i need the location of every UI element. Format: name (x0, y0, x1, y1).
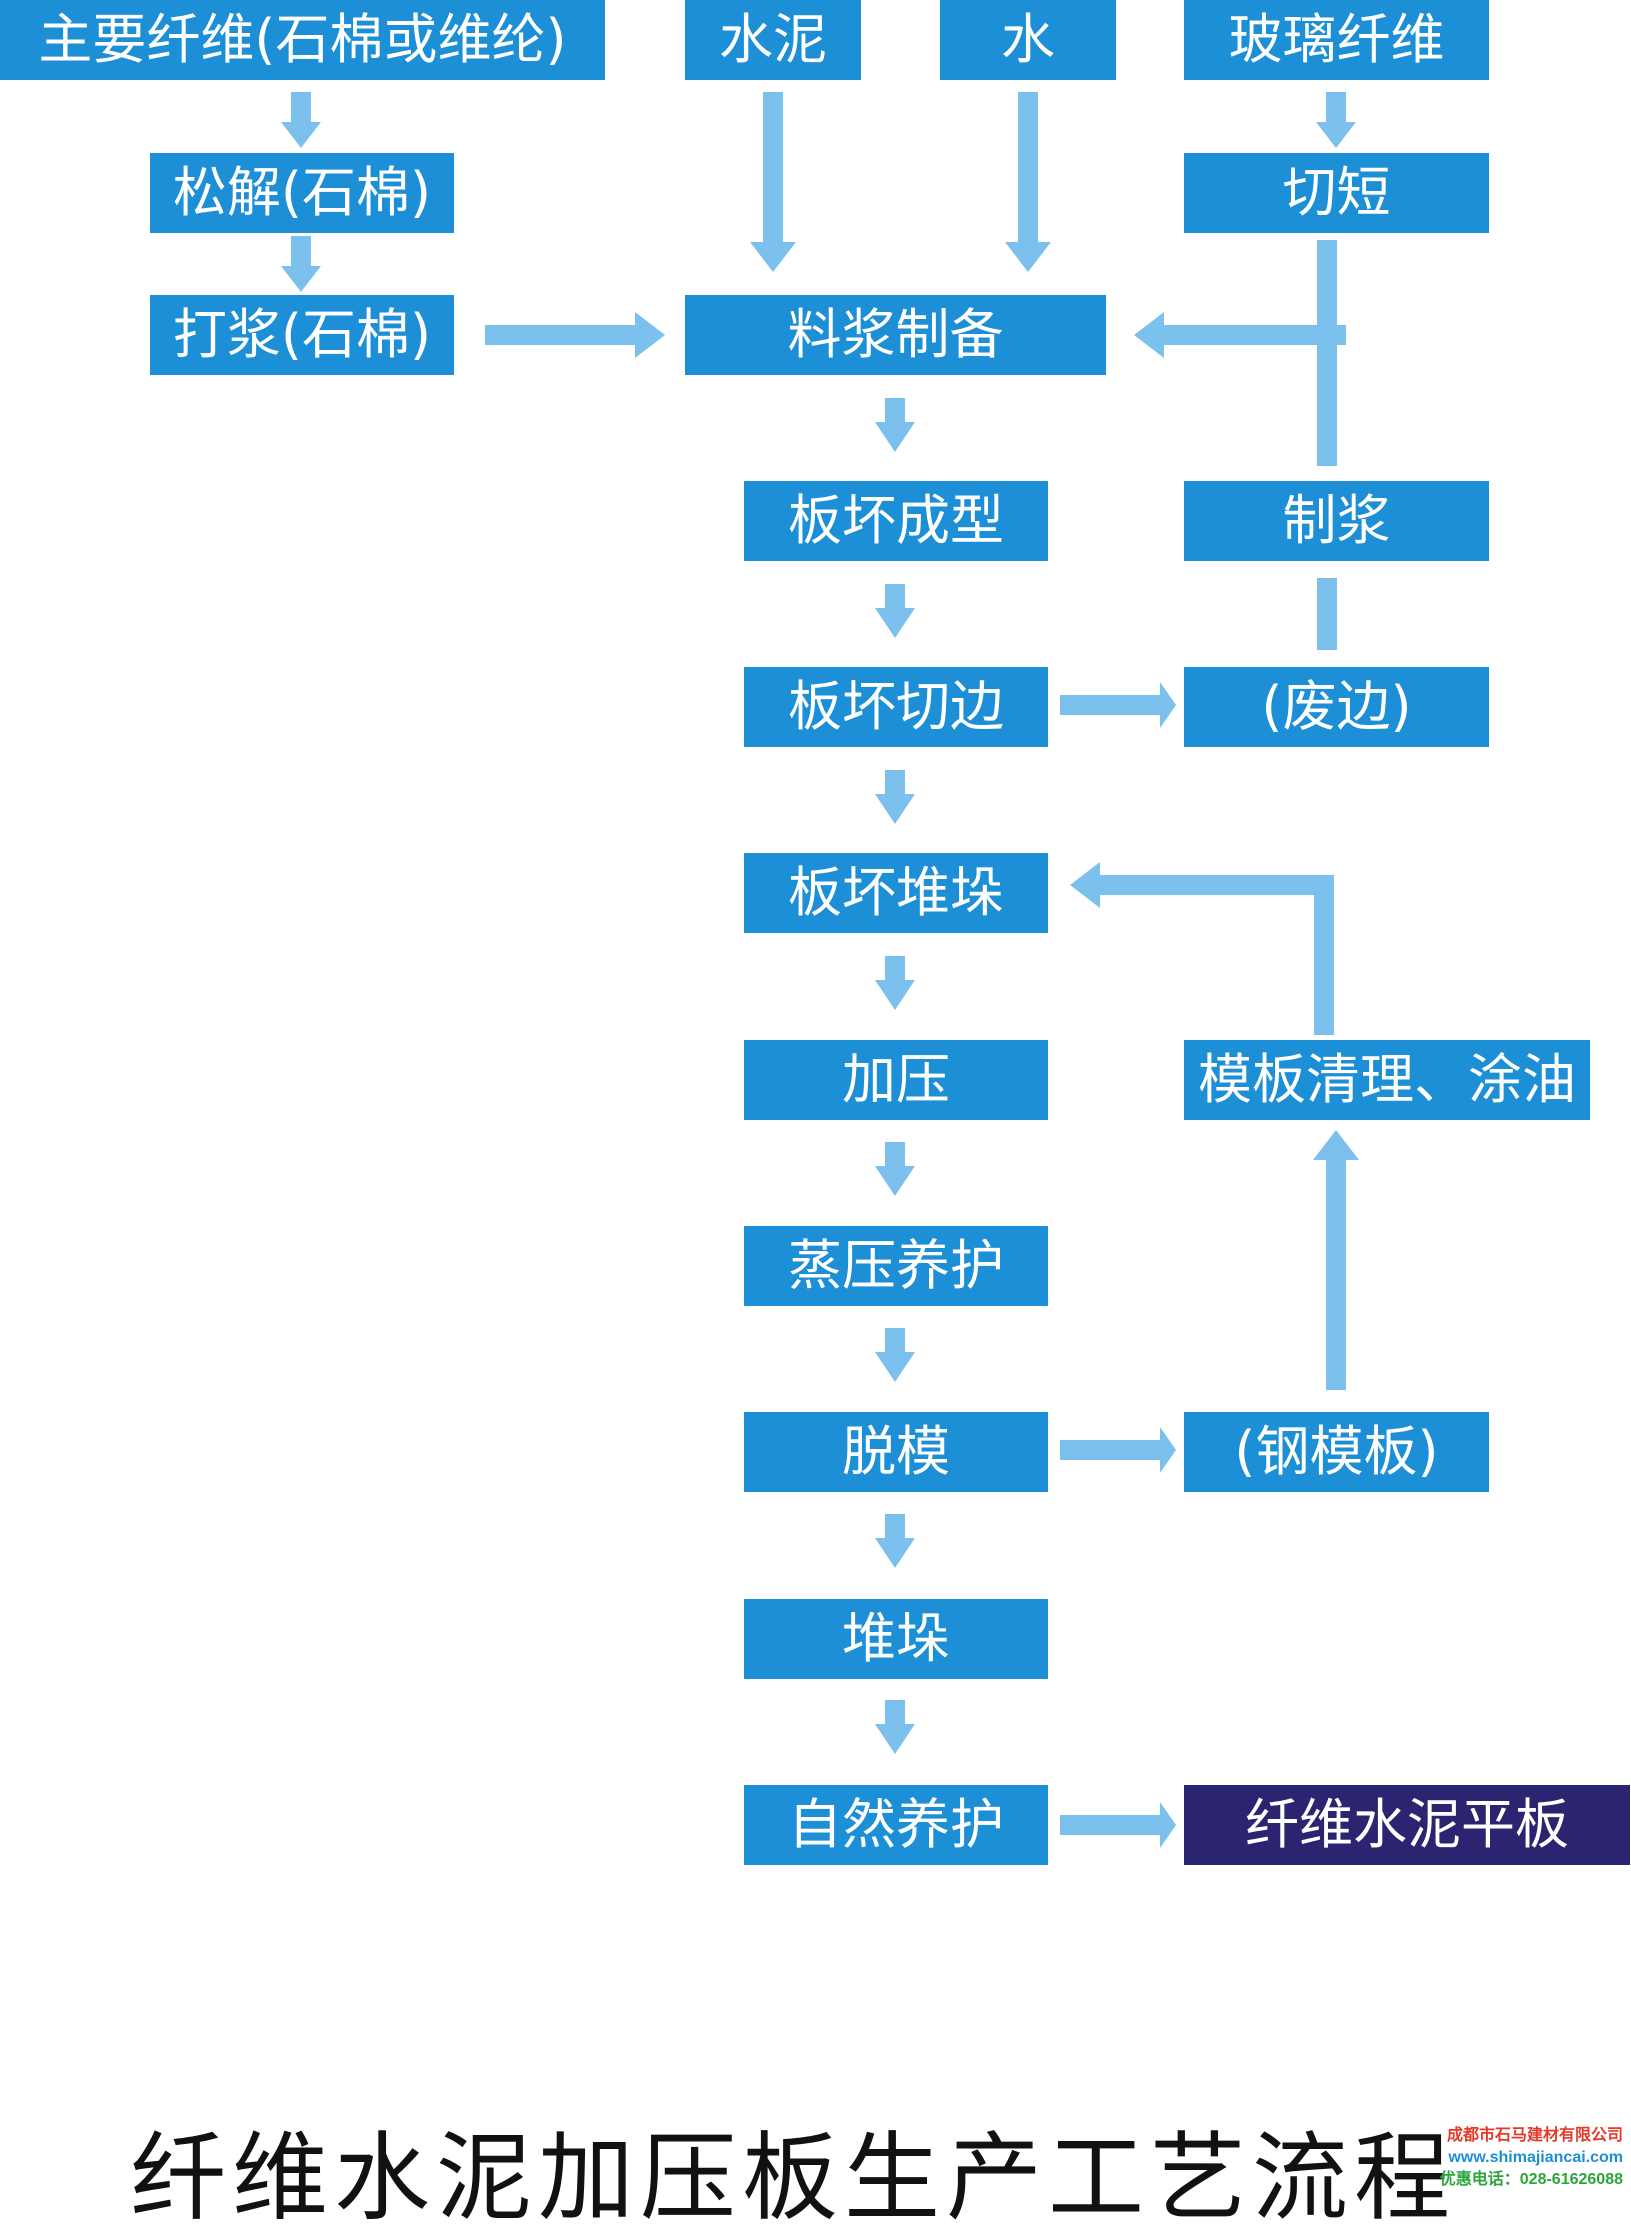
page-title: 纤维水泥加压板生产工艺流程 (130, 2122, 1456, 2234)
arrow-demold-to-steel (1060, 1427, 1176, 1473)
arrow-template-to-slabstack (1070, 862, 1334, 1035)
arrow-glass-to-cut (1316, 92, 1356, 148)
watermark-phone: 优惠电话：028-61626088 (1439, 2171, 1623, 2188)
node-slab-edge-cut: 板坏切边 (744, 667, 1048, 747)
arrow-steel-to-template (1313, 1130, 1359, 1390)
line-cut-to-make-slurry (1317, 240, 1337, 466)
arrow-steam-to-demold (875, 1328, 915, 1382)
line-make-slurry-to-waste (1317, 578, 1337, 650)
watermark: 成都市石马建材有限公司 www.shimajiancai.com 优惠电话：02… (1403, 2125, 1623, 2191)
arrow-pulp-to-slurry (485, 312, 665, 358)
node-template-clean: 模板清理、涂油 (1184, 1040, 1590, 1120)
arrow-slurry-to-forming (875, 398, 915, 452)
arrow-edgecut-to-slabstack (875, 770, 915, 824)
node-slurry-prep: 料浆制备 (685, 295, 1106, 375)
node-pulp: 打浆(石棉) (150, 295, 454, 375)
node-stack: 堆垛 (744, 1599, 1048, 1679)
arrow-edgecut-to-waste (1060, 682, 1176, 728)
node-demold: 脱模 (744, 1412, 1048, 1492)
node-loosen: 松解(石棉) (150, 153, 454, 233)
arrow-cement-to-slurry (750, 92, 796, 272)
node-slab-forming: 板坏成型 (744, 481, 1048, 561)
node-main-fiber: 主要纤维(石棉或维纶) (0, 0, 605, 80)
node-steel-template: (钢模板) (1184, 1412, 1489, 1492)
watermark-url: www.shimajiancai.com (1448, 2149, 1623, 2166)
node-water: 水 (940, 0, 1116, 80)
node-steam-cure: 蒸压养护 (744, 1226, 1048, 1306)
arrow-press-to-steam (875, 1142, 915, 1196)
arrow-loosen-to-pulp (281, 236, 321, 292)
node-press: 加压 (744, 1040, 1048, 1120)
node-glass-fiber: 玻璃纤维 (1184, 0, 1489, 80)
arrow-water-to-slurry (1005, 92, 1051, 272)
node-cement: 水泥 (685, 0, 861, 80)
arrow-right-feed-to-slurry (1134, 312, 1346, 358)
arrow-demold-to-stack (875, 1514, 915, 1568)
arrow-forming-to-edgecut (875, 584, 915, 638)
arrow-slabstack-to-press (875, 956, 915, 1010)
node-cut-short: 切短 (1184, 153, 1489, 233)
node-make-slurry: 制浆 (1184, 481, 1489, 561)
arrow-stack-to-natural (875, 1700, 915, 1754)
node-slab-stack: 板坏堆垛 (744, 853, 1048, 933)
arrow-fiber-to-loosen (281, 92, 321, 148)
watermark-company: 成都市石马建材有限公司 (1446, 2127, 1623, 2144)
node-waste-edge: (废边) (1184, 667, 1489, 747)
node-product: 纤维水泥平板 (1184, 1785, 1630, 1865)
arrow-natural-to-product (1060, 1802, 1176, 1848)
node-natural-cure: 自然养护 (744, 1785, 1048, 1865)
